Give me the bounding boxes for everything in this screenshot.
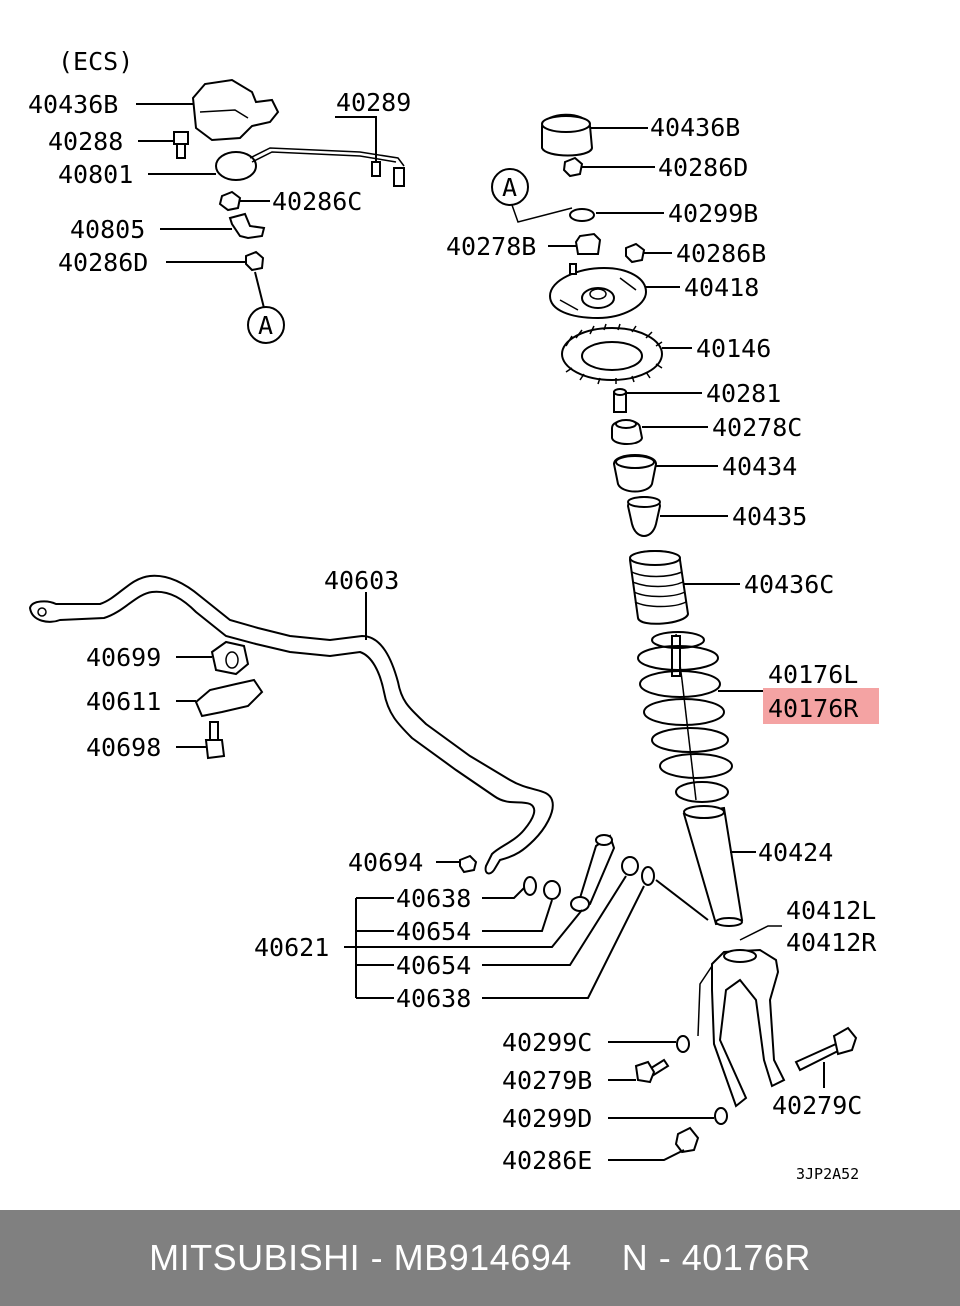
callout-40288: 40288	[48, 127, 123, 156]
callout-40638-lower: 40638	[396, 984, 471, 1013]
callout-40603: 40603	[324, 566, 399, 595]
callout-40176r: 40176R	[768, 694, 859, 723]
footer-bar: MITSUBISHI - MB914694 N - 40176R	[0, 1210, 960, 1306]
callout-40621: 40621	[254, 933, 329, 962]
callout-40281: 40281	[706, 379, 781, 408]
part-40603-stabilizer-bar	[28, 574, 554, 875]
part-40281-sleeve	[613, 388, 627, 413]
part-40654-bushing-lower	[621, 856, 639, 876]
part-40418-upper-mount	[548, 263, 648, 320]
part-40436b-cap	[541, 113, 594, 157]
part-40699-bushing	[210, 640, 250, 676]
callout-40654-lower: 40654	[396, 951, 471, 980]
callout-40286c: 40286C	[272, 187, 362, 216]
part-40278b-bushing	[574, 232, 602, 255]
callout-40436c: 40436C	[744, 570, 834, 599]
part-40288-screw	[173, 131, 189, 159]
callout-40436b: 40436B	[650, 113, 740, 142]
callout-a: A	[502, 173, 517, 202]
callout-40424: 40424	[758, 838, 833, 867]
part-40299b-washer	[569, 208, 595, 222]
part-40286d-nut-ecs	[245, 250, 265, 272]
part-40638-washer-lower	[641, 866, 655, 886]
part-40279c-bolt	[794, 1026, 858, 1072]
ecs-label: (ECS)	[58, 47, 133, 76]
callout-40698: 40698	[86, 733, 161, 762]
figure-code: 3JP2A52	[796, 1165, 859, 1183]
reference-circle-a-ecs	[247, 306, 285, 344]
callout-40289: 40289	[336, 88, 411, 117]
part-40286c-nut	[218, 190, 242, 212]
callout-40638-upper: 40638	[396, 884, 471, 913]
callout-40299c: 40299C	[502, 1028, 592, 1057]
part-40698-bolt	[204, 721, 226, 760]
callout-40435: 40435	[732, 502, 807, 531]
part-40299d-washer	[714, 1107, 728, 1125]
callout-40286e: 40286E	[502, 1146, 592, 1175]
reference-circle-a	[491, 168, 529, 206]
part-40279b-bolt	[634, 1058, 670, 1084]
callout-40299b: 40299B	[668, 199, 758, 228]
callout-40286b: 40286B	[676, 239, 766, 268]
part-stabilizer-link	[570, 834, 616, 912]
callout-40694: 40694	[348, 848, 423, 877]
callout-40146: 40146	[696, 334, 771, 363]
callout-40801: 40801	[58, 160, 133, 189]
part-40176-coil-spring	[637, 631, 733, 803]
callout-40805: 40805	[70, 215, 145, 244]
callout-40299d: 40299D	[502, 1104, 592, 1133]
part-40436c-dust-boot	[628, 550, 690, 625]
part-40805-bracket	[228, 212, 266, 240]
part-40278c-bushing	[611, 419, 644, 445]
part-40286e-nut	[674, 1126, 700, 1154]
part-40146-spring-seat	[561, 323, 663, 385]
part-40434-cup	[612, 454, 658, 493]
callout-40436b-ecs: 40436B	[28, 90, 118, 119]
part-40299c-washer	[676, 1035, 690, 1053]
callout-40279b: 40279B	[502, 1066, 592, 1095]
part-40286b-nut	[625, 242, 646, 264]
footer-reference: N - 40176R	[621, 1237, 811, 1278]
callout-40279c: 40279C	[772, 1091, 862, 1120]
callout-40418: 40418	[684, 273, 759, 302]
parts-diagram: (ECS) 40436B 40288 40801 40289 40286C 40…	[28, 47, 879, 1183]
callout-40412l: 40412L	[786, 896, 876, 925]
part-40611-bracket	[194, 678, 264, 718]
callout-40286d-ecs: 40286D	[58, 248, 148, 277]
part-40801-actuator	[215, 147, 405, 187]
callout-40699: 40699	[86, 643, 161, 672]
callout-40611: 40611	[86, 687, 161, 716]
callout-40278c: 40278C	[712, 413, 802, 442]
callout-40654-upper: 40654	[396, 917, 471, 946]
part-40436b-ecs-cover	[191, 78, 280, 142]
part-40435-bump-stop	[626, 496, 662, 537]
part-40412-knuckle	[697, 925, 786, 1108]
callout-40412r: 40412R	[786, 928, 877, 957]
callout-40278b: 40278B	[446, 232, 536, 261]
part-40424-strut-body	[682, 805, 744, 927]
callout-a-ecs: A	[258, 311, 273, 340]
part-40286d-nut	[562, 156, 584, 178]
part-40694-nut	[459, 854, 478, 874]
highlight-40176r	[763, 688, 879, 724]
callout-40176l: 40176L	[768, 660, 858, 689]
part-40638-washer-upper	[523, 876, 537, 896]
callout-40434: 40434	[722, 452, 797, 481]
part-40654-bushing-upper	[543, 880, 561, 900]
callout-40286d: 40286D	[658, 153, 748, 182]
footer-brand-part: MITSUBISHI - MB914694	[149, 1237, 572, 1278]
